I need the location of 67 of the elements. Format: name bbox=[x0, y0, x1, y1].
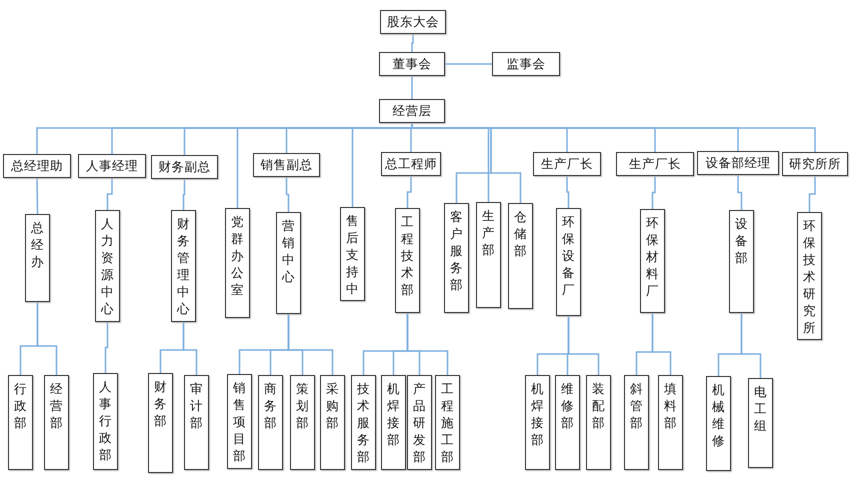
org-box: 生产厂长 bbox=[533, 152, 601, 176]
connector-line bbox=[568, 316, 600, 375]
org-box: 填料部 bbox=[658, 375, 683, 470]
connector-line bbox=[104, 322, 108, 373]
org-box: 生产部 bbox=[476, 202, 501, 308]
org-box: 财务部 bbox=[148, 373, 173, 473]
org-box: 工程技术部 bbox=[395, 208, 420, 313]
connector-line bbox=[182, 179, 186, 210]
org-box: 销售项目部 bbox=[227, 374, 252, 469]
org-box: 销售副总 bbox=[253, 153, 320, 177]
org-box: 电工组 bbox=[748, 378, 773, 468]
org-box: 机焊接部 bbox=[525, 375, 550, 470]
connector-line bbox=[411, 76, 413, 99]
connector-line bbox=[566, 176, 570, 208]
org-box: 斜管部 bbox=[624, 375, 649, 470]
org-box: 总经办 bbox=[25, 214, 50, 302]
org-box: 产品研发部 bbox=[407, 375, 432, 470]
connector-line bbox=[737, 175, 742, 210]
org-box: 采购部 bbox=[320, 375, 345, 470]
org-box: 生产厂长 bbox=[616, 152, 694, 176]
org-box: 仓储部 bbox=[508, 203, 533, 309]
org-box: 商务部 bbox=[258, 375, 283, 470]
org-box: 环保技术研究所 bbox=[797, 212, 822, 340]
org-box: 党群办公室 bbox=[225, 208, 250, 318]
org-box: 设备部 bbox=[729, 210, 754, 313]
org-box: 总经理助 bbox=[3, 154, 71, 178]
org-box: 设备部经理 bbox=[697, 151, 779, 175]
connector-line bbox=[445, 63, 492, 65]
connector-line bbox=[740, 313, 762, 378]
org-box: 人事行政部 bbox=[93, 373, 118, 470]
org-box: 经营层 bbox=[379, 99, 445, 123]
connector-line bbox=[808, 176, 816, 212]
org-box: 财务副总 bbox=[151, 155, 218, 179]
org-box: 监事会 bbox=[492, 52, 560, 76]
connector-line bbox=[36, 302, 58, 375]
org-box: 研究所所 bbox=[782, 152, 848, 176]
connector-line bbox=[406, 176, 412, 208]
org-box: 经营部 bbox=[44, 375, 69, 470]
org-box: 机械维修 bbox=[706, 376, 731, 471]
org-box: 客户服务部 bbox=[444, 203, 469, 313]
org-box: 人事经理 bbox=[78, 154, 146, 178]
org-box: 环保材料厂 bbox=[640, 209, 665, 313]
connector-line bbox=[182, 322, 198, 375]
org-box: 人力资源中心 bbox=[95, 210, 120, 322]
org-box: 审计部 bbox=[184, 375, 209, 470]
connector-line bbox=[286, 177, 290, 212]
org-box: 工程施工部 bbox=[435, 375, 460, 470]
connector-line bbox=[652, 313, 672, 375]
connector-line bbox=[411, 34, 414, 52]
org-box: 行政部 bbox=[8, 375, 33, 470]
connector-line bbox=[288, 314, 334, 375]
org-box: 售后支持中 bbox=[340, 207, 365, 301]
connector-line bbox=[106, 178, 113, 210]
org-box: 营销中心 bbox=[276, 212, 301, 314]
org-box: 装配部 bbox=[586, 375, 611, 470]
connector-line bbox=[36, 178, 38, 214]
org-box: 维修部 bbox=[555, 375, 580, 470]
connector-line bbox=[652, 176, 656, 209]
org-box: 董事会 bbox=[379, 52, 445, 76]
org-box: 总工程师 bbox=[381, 152, 441, 176]
org-box: 策划部 bbox=[290, 375, 315, 470]
org-box: 技术服务部 bbox=[351, 375, 376, 470]
org-box: 股东大会 bbox=[380, 10, 446, 34]
org-box: 机焊接部 bbox=[381, 375, 406, 470]
connector-line bbox=[406, 313, 448, 375]
org-box: 环保设备厂 bbox=[556, 208, 581, 316]
org-box: 财务管理中心 bbox=[171, 210, 196, 322]
